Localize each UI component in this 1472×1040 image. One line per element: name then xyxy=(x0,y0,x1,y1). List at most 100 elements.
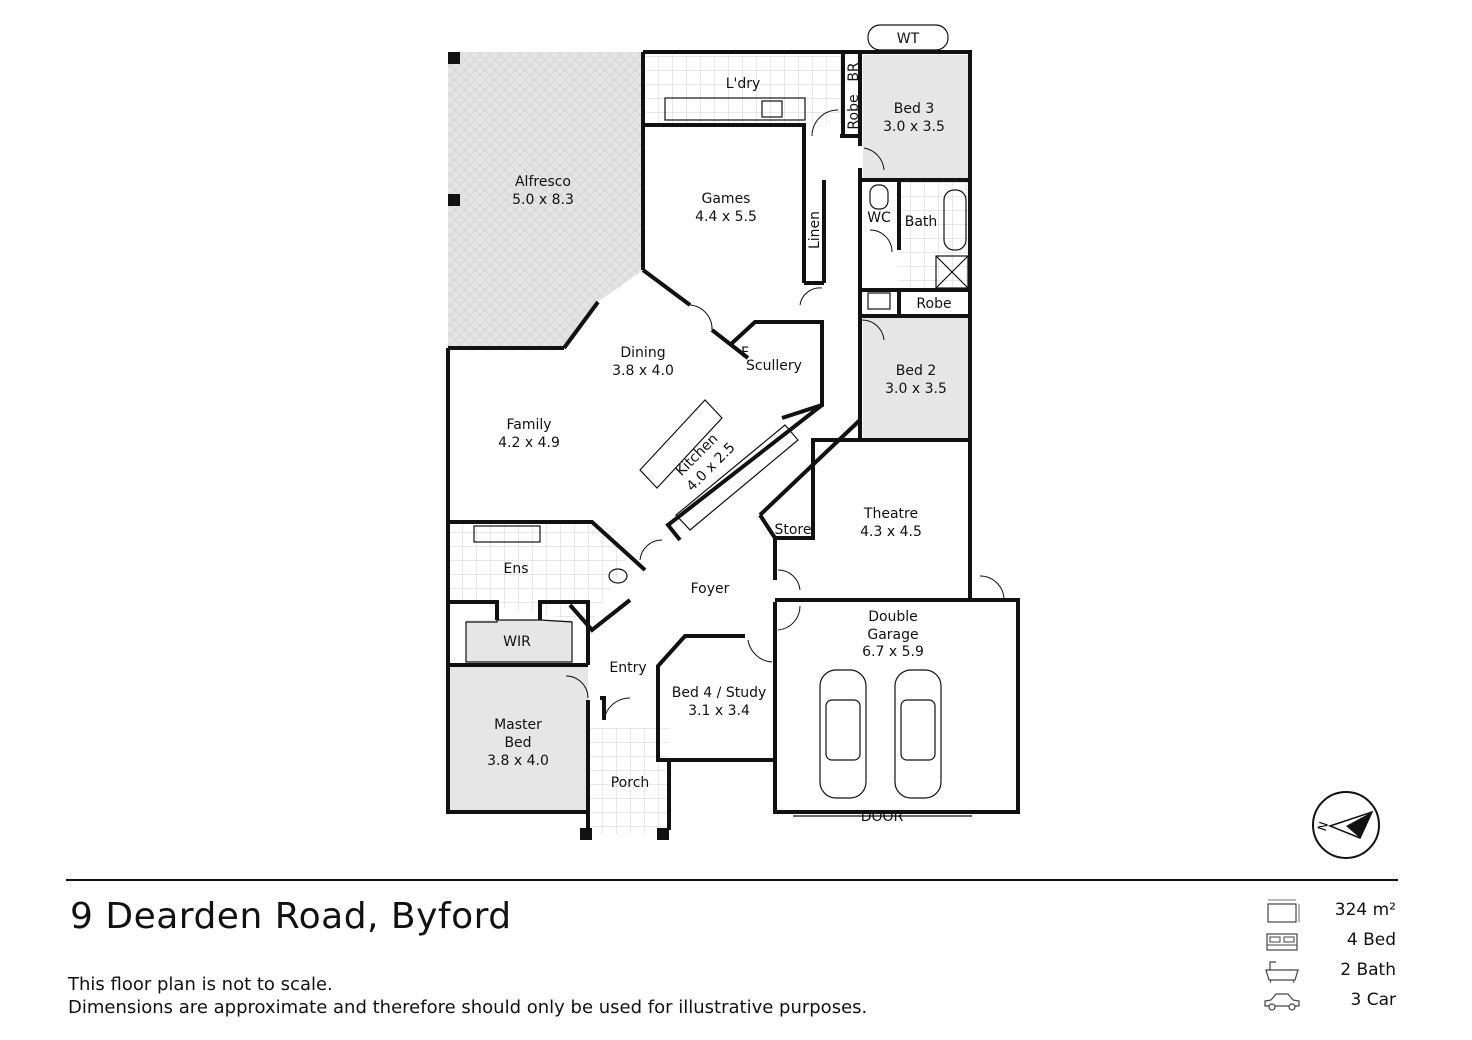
wall-bed4 xyxy=(656,634,745,762)
post xyxy=(580,828,592,840)
label-theatre-size: 4.3 x 4.5 xyxy=(860,524,922,540)
shower-x2 xyxy=(935,255,969,289)
door-arc-bed2 xyxy=(861,319,885,341)
door-arc-garage xyxy=(777,605,801,631)
door-arc-garage-side xyxy=(979,575,1005,601)
door-arc-laundry xyxy=(811,109,839,137)
label-robe-top: Robe xyxy=(846,94,862,129)
label-bath: Bath xyxy=(905,214,938,230)
door-arc-bed4 xyxy=(747,639,773,663)
wir-area xyxy=(466,620,572,662)
laundry-bench xyxy=(664,97,806,121)
post xyxy=(657,828,669,840)
label-bed4-name: Bed 4 / Study xyxy=(672,685,767,701)
wall-scullery xyxy=(728,320,824,420)
wall-games xyxy=(641,52,806,283)
wall-wir xyxy=(448,600,499,620)
stat-bath: 2 Bath xyxy=(1196,958,1396,984)
label-master-line2: Bed xyxy=(504,735,531,751)
area-icon xyxy=(1267,899,1300,923)
door-arc-bed3 xyxy=(863,147,885,171)
door-arc-entry xyxy=(603,697,631,721)
label-family-size: 4.2 x 4.9 xyxy=(498,435,560,451)
label-bed2-size: 3.0 x 3.5 xyxy=(885,381,947,397)
wall-wir2 xyxy=(538,600,590,665)
disclaimer-line-2: Dimensions are approximate and therefore… xyxy=(68,997,868,1018)
bath-tub xyxy=(943,189,967,251)
wall-dining-diag xyxy=(641,268,692,307)
stat-bed-value: 4 Bed xyxy=(1346,930,1396,950)
door-arc-foyer xyxy=(639,539,663,561)
water-tank xyxy=(867,24,949,51)
door-arc-games xyxy=(799,287,823,306)
compass-letter: N xyxy=(1315,820,1331,833)
wall-entry xyxy=(600,696,606,720)
label-fridge: F xyxy=(741,345,749,361)
label-garage-line2: Garage xyxy=(867,627,918,643)
floor-plan: WT L'dry BR Robe Bed 3 3.0 x 3.5 Alfresc… xyxy=(446,24,1380,859)
wall-outline-top xyxy=(643,50,972,600)
stat-car-value: 3 Car xyxy=(1350,990,1397,1010)
label-dining-size: 3.8 x 4.0 xyxy=(612,363,674,379)
label-entry: Entry xyxy=(609,660,646,676)
wall-kitchen-diag xyxy=(758,418,862,517)
label-garage-line1: Double xyxy=(868,609,918,625)
label-wc: WC xyxy=(867,210,891,226)
door-arc-wc xyxy=(869,229,893,253)
laundry-tiles xyxy=(643,55,843,123)
bed2-area xyxy=(863,316,969,440)
stat-area: 324 m² xyxy=(1196,898,1396,924)
label-games-size: 4.4 x 5.5 xyxy=(695,209,757,225)
bath-tiles xyxy=(899,182,969,288)
label-theatre-name: Theatre xyxy=(863,506,918,522)
door-arc-master xyxy=(565,675,589,699)
bed3-area xyxy=(863,55,969,180)
label-family-name: Family xyxy=(506,417,551,433)
wall-outline-left xyxy=(446,348,588,814)
footer-rule xyxy=(66,879,1398,881)
label-bed3-size: 3.0 x 3.5 xyxy=(883,119,945,135)
label-alfresco-size: 5.0 x 8.3 xyxy=(512,192,574,208)
bath-icon xyxy=(1265,961,1299,984)
label-games-name: Games xyxy=(702,191,751,207)
wall-ensuite-right xyxy=(568,598,632,633)
label-bed2-name: Bed 2 xyxy=(896,363,936,379)
label-ens: Ens xyxy=(503,561,528,577)
label-wir: WIR xyxy=(503,634,531,650)
label-foyer: Foyer xyxy=(691,581,730,597)
wall-ensuite-top xyxy=(448,520,647,572)
label-store: Store xyxy=(774,522,811,538)
ensuite-vanity xyxy=(473,525,541,543)
label-scullery: Scullery xyxy=(746,358,802,374)
car-icon xyxy=(1264,993,1300,1011)
door-arc-theatre xyxy=(777,569,801,591)
post xyxy=(448,52,460,64)
stat-bed: 4 Bed xyxy=(1196,928,1396,954)
label-master-line1: Master xyxy=(494,717,542,733)
label-porch: Porch xyxy=(611,775,650,791)
kitchen-island xyxy=(639,399,723,489)
label-br: BR xyxy=(846,62,862,82)
kitchen-bench xyxy=(675,424,799,531)
alfresco-area xyxy=(448,52,643,348)
car-left-icon xyxy=(819,669,867,799)
label-laundry: L'dry xyxy=(726,76,761,92)
label-master-size: 3.8 x 4.0 xyxy=(487,753,549,769)
wall-bed4-right xyxy=(668,660,777,762)
bed-icon xyxy=(1266,933,1298,951)
label-bed4-size: 3.1 x 3.4 xyxy=(688,703,750,719)
label-dining-name: Dining xyxy=(620,345,665,361)
shower xyxy=(935,255,969,289)
compass-icon: N xyxy=(1312,791,1380,859)
label-linen: Linen xyxy=(807,211,823,249)
disclaimer-line-1: This floor plan is not to scale. xyxy=(68,974,333,995)
master-bed-area xyxy=(450,667,588,811)
laundry-trough xyxy=(761,100,783,118)
car-right-icon xyxy=(894,669,942,799)
ensuite-tiles xyxy=(450,524,628,622)
label-robe-mid: Robe xyxy=(916,296,951,312)
wall-store xyxy=(758,513,777,540)
wall-kitchen-diag2 xyxy=(665,403,824,542)
porch-area xyxy=(587,728,669,834)
wall-theatre xyxy=(773,438,860,580)
